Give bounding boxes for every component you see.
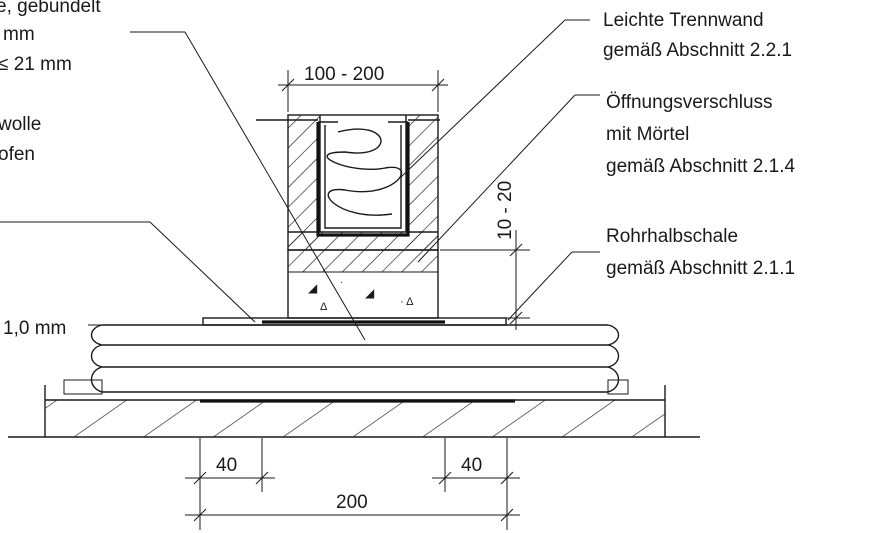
- left-label-4: wolle: [0, 114, 41, 135]
- left-label-5: ofen: [0, 144, 35, 165]
- svg-text:gemäß Abschnitt 2.1.1: gemäß Abschnitt 2.1.1: [606, 258, 795, 279]
- dimension-bottom: 40 40 200: [185, 438, 520, 530]
- left-label-6: 1,0 mm: [3, 318, 66, 339]
- label-leichte-trennwand: Leichte Trennwand gemäß Abschnitt 2.2.1: [603, 10, 792, 61]
- dimension-mortar-height: 10 - 20: [440, 181, 530, 330]
- svg-text:Öffnungsverschluss: Öffnungsverschluss: [606, 92, 773, 113]
- label-oeffnungsverschluss: Öffnungsverschluss mit Mörtel gemäß Absc…: [606, 92, 795, 177]
- svg-text:Δ: Δ: [320, 301, 328, 313]
- left-label-2: mm: [3, 24, 35, 45]
- label-rohrhalbschale: Rohrhalbschale gemäß Abschnitt 2.1.1: [606, 226, 795, 279]
- left-offset-label: 40: [216, 455, 237, 476]
- left-labels: e, gebundelt mm ≤ 21 mm wolle ofen 1,0 m…: [0, 0, 101, 339]
- svg-text:gemäß Abschnitt 2.1.4: gemäß Abschnitt 2.1.4: [606, 156, 795, 177]
- dimension-wall-width: 100 - 200: [278, 64, 448, 112]
- svg-text:·: ·: [340, 277, 343, 288]
- left-label-1: e, gebundelt: [0, 0, 101, 17]
- total-width-label: 200: [336, 492, 368, 513]
- mortar-closure: ◢ ◢ Δ · Δ ·: [287, 249, 439, 319]
- svg-text:◢: ◢: [365, 286, 375, 300]
- left-label-3: ≤ 21 mm: [0, 54, 72, 75]
- light-partition-wall: [256, 114, 440, 251]
- mortar-height-label: 10 - 20: [495, 181, 516, 240]
- svg-text:gemäß Abschnitt 2.2.1: gemäß Abschnitt 2.2.1: [603, 40, 792, 61]
- svg-text:· Δ: · Δ: [400, 296, 414, 308]
- right-offset-label: 40: [461, 455, 482, 476]
- pipe-bundle: [63, 324, 629, 395]
- wall-width-label: 100 - 200: [304, 64, 384, 85]
- svg-text:◢: ◢: [308, 281, 318, 295]
- svg-text:Leichte Trennwand: Leichte Trennwand: [603, 10, 764, 31]
- svg-text:mit Mörtel: mit Mörtel: [606, 124, 689, 145]
- floor-slab: [8, 385, 700, 438]
- svg-text:Rohrhalbschale: Rohrhalbschale: [606, 226, 738, 247]
- leader-lines: [0, 19, 600, 341]
